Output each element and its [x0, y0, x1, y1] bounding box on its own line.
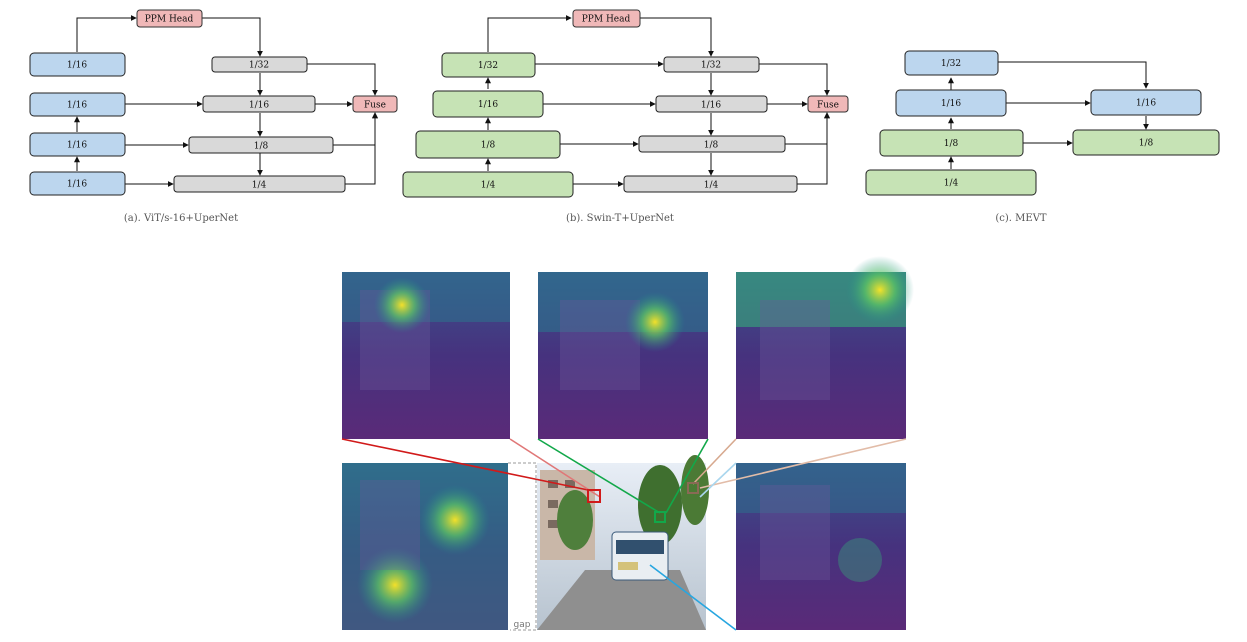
- a-enc-label-3: 1/16: [67, 180, 87, 190]
- diagram-c: 1/32 1/16 1/8 1/4 1/16 1/8 (c). MEVT: [865, 50, 1220, 224]
- b-enc-label-1: 1/16: [478, 100, 498, 110]
- b-ppm-head-box: [572, 9, 641, 28]
- b-dec-box-1: [655, 95, 768, 113]
- a-ppm-head-label: PPM Head: [145, 15, 194, 25]
- b-dec-label-1: 1/16: [701, 101, 721, 111]
- a-dec-box-0: [211, 56, 308, 73]
- a-enc-box-0: [29, 52, 126, 77]
- b-dec-label-0: 1/32: [701, 61, 721, 71]
- a-caption: (a). ViT/s-16+UperNet: [124, 213, 238, 224]
- a-enc-label-0: 1/16: [67, 61, 87, 71]
- b-enc-box-3: [402, 171, 574, 198]
- b-caption: (b). Swin-T+UperNet: [566, 213, 674, 224]
- c-dec-label-0: 1/16: [1136, 99, 1156, 109]
- diagram-a: PPM Head 1/16 1/16 1/16 1/16 1/32 1/16 1…: [29, 9, 398, 224]
- heatmap-top-right: [736, 256, 914, 439]
- c-caption: (c). MEVT: [995, 213, 1047, 224]
- a-dec-box-2: [188, 136, 334, 154]
- heatmap-bottom-left: [342, 463, 508, 630]
- a-dec-box-1: [202, 95, 316, 113]
- c-dec-box-0: [1090, 89, 1202, 116]
- b-fuse-label: Fuse: [817, 101, 839, 111]
- b-dec-label-2: 1/8: [704, 141, 719, 151]
- c-dec-label-1: 1/8: [1139, 139, 1154, 149]
- attention-figure: gap: [341, 256, 914, 631]
- query-box-red: [587, 489, 601, 503]
- a-enc-box-3: [29, 171, 126, 196]
- query-box-tan: [687, 482, 699, 494]
- attention-connectors: [341, 438, 907, 631]
- diagram-c-arrows: [948, 61, 1149, 169]
- a-dec-label-1: 1/16: [249, 101, 269, 111]
- c-enc-label-1: 1/16: [941, 99, 961, 109]
- b-enc-box-0: [441, 52, 536, 78]
- b-enc-box-1: [432, 90, 544, 118]
- street-photo: [537, 455, 709, 630]
- c-enc-label-0: 1/32: [941, 59, 961, 69]
- b-dec-box-2: [638, 135, 786, 153]
- b-dec-box-3: [623, 175, 798, 193]
- diagram-b-arrows: [485, 15, 830, 187]
- query-box-green: [654, 511, 666, 523]
- c-enc-box-3: [865, 169, 1037, 196]
- b-enc-box-2: [415, 130, 561, 159]
- b-fuse-box: [807, 95, 849, 113]
- b-enc-label-3: 1/4: [481, 181, 496, 191]
- b-dec-box-0: [663, 56, 760, 73]
- c-enc-box-2: [879, 129, 1024, 157]
- diagram-a-arrows: [74, 15, 378, 187]
- heatmap-top-middle: [538, 272, 708, 439]
- c-dec-box-1: [1072, 129, 1220, 156]
- a-dec-label-0: 1/32: [249, 61, 269, 71]
- a-enc-label-2: 1/16: [67, 141, 87, 151]
- c-enc-label-3: 1/4: [944, 179, 959, 189]
- a-ppm-head-box: [136, 9, 203, 28]
- heatmap-top-left: [342, 272, 510, 439]
- c-enc-box-1: [895, 89, 1007, 117]
- gap-label: gap: [514, 620, 531, 630]
- a-dec-label-2: 1/8: [254, 142, 269, 152]
- a-fuse-box: [352, 95, 398, 113]
- a-enc-box-2: [29, 132, 126, 157]
- gap-marker: gap: [508, 462, 537, 631]
- b-enc-label-2: 1/8: [481, 141, 496, 151]
- b-enc-label-0: 1/32: [478, 61, 498, 71]
- heatmap-bottom-right: [736, 463, 906, 630]
- b-ppm-head-label: PPM Head: [582, 15, 631, 25]
- a-enc-label-1: 1/16: [67, 101, 87, 111]
- a-enc-box-1: [29, 92, 126, 117]
- c-enc-box-0: [904, 50, 999, 76]
- diagram-b: PPM Head 1/32 1/16 1/8 1/4 1/32 1/16 1/8…: [402, 9, 849, 224]
- a-fuse-label: Fuse: [364, 101, 386, 111]
- c-enc-label-2: 1/8: [944, 139, 959, 149]
- a-dec-box-3: [173, 175, 346, 193]
- b-dec-label-3: 1/4: [704, 181, 719, 191]
- a-dec-label-3: 1/4: [252, 181, 267, 191]
